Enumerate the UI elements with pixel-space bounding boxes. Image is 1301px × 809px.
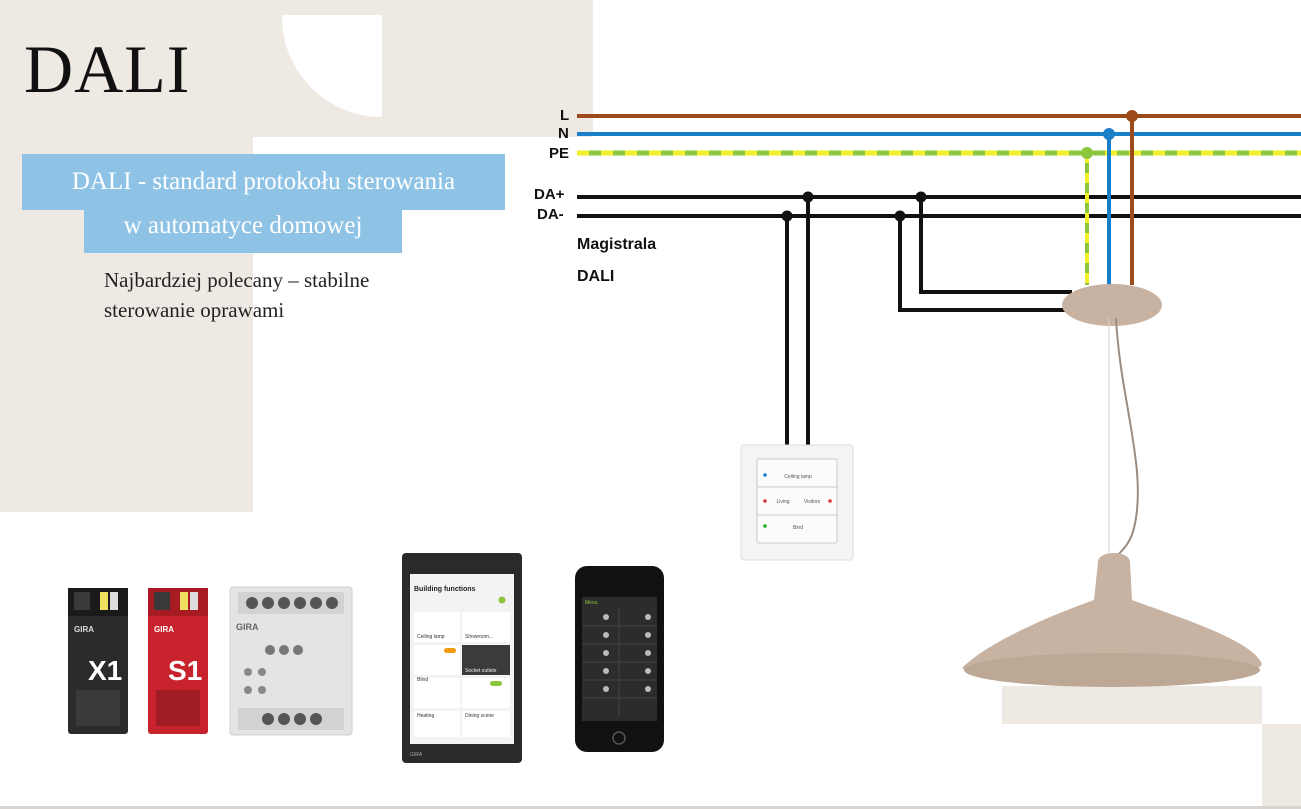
- module-x1-label: X1: [88, 655, 122, 686]
- junction-switch-da-plus: [802, 191, 814, 203]
- phone: Menu: [575, 566, 664, 752]
- bus-label-line-1: Magistrala: [577, 236, 657, 253]
- switch-row-1: Ceiling lamp: [784, 474, 812, 480]
- junction-lamp-l: [1126, 110, 1138, 122]
- bottom-divider: [0, 806, 1301, 809]
- module-x1: GIRA X1: [68, 588, 128, 734]
- lamp-shade: [962, 553, 1262, 685]
- subtitle-line-1: Najbardziej polecany – stabilne: [104, 268, 370, 292]
- module-actuator: GIRA: [229, 586, 353, 736]
- subtitle: Najbardziej polecany – stabilne sterowan…: [104, 265, 464, 325]
- tablet-footer: GIRA: [410, 752, 423, 758]
- junction-lamp-da-plus: [915, 191, 927, 203]
- tablet: Building functions Ceiling lamp Showroom…: [402, 553, 522, 763]
- tablet-header: Building functions: [414, 586, 476, 593]
- module-s1-brand: GIRA: [154, 625, 174, 634]
- tablet-tile-2: Showroom...: [465, 634, 493, 640]
- switch-panel: Ceiling lamp Living Visitors Bind: [740, 444, 854, 561]
- feed-lamp-da-minus: [898, 216, 1068, 312]
- tablet-tile-1: Ceiling lamp: [417, 634, 445, 640]
- module-x1-brand: GIRA: [74, 625, 94, 634]
- junction-lamp-n: [1103, 128, 1115, 140]
- background-panel-bottom-right: [1002, 686, 1262, 724]
- tablet-tile-6: Dining scene: [465, 713, 494, 719]
- feed-lamp-da-plus: [919, 197, 1072, 294]
- tablet-tile-4: Socket outlets: [465, 668, 497, 674]
- tablet-tile-5: Heating: [417, 713, 434, 719]
- lamp-shade-rim: [964, 653, 1260, 687]
- junction-switch-da-minus: [781, 210, 793, 222]
- module-s1: GIRA S1: [148, 588, 208, 734]
- lamp-cable: [1115, 317, 1139, 557]
- banner-line-2-text: w automatyce domowej: [123, 212, 363, 239]
- wire-label-n: N: [558, 125, 569, 142]
- lamp-canopy: [1062, 284, 1162, 326]
- banner-line-2: w automatyce domowej: [84, 206, 402, 253]
- switch-row-2: Living: [776, 499, 789, 505]
- switch-row-2-right: Visitors: [804, 499, 821, 505]
- banner-line-1: DALI - standard protokołu sterowania: [22, 154, 505, 210]
- bus-label-line-2: DALI: [577, 268, 615, 285]
- subtitle-line-2: sterowanie oprawami: [104, 298, 285, 322]
- wire-label-pe: PE: [549, 145, 570, 162]
- background-panel-left: [0, 0, 253, 512]
- banner-line-1-text: DALI - standard protokołu sterowania: [71, 168, 456, 195]
- background-panel-corner: [1262, 724, 1301, 809]
- junction-lamp-da-minus: [894, 210, 906, 222]
- module-s1-label: S1: [168, 655, 202, 686]
- phone-header: Menu: [585, 600, 598, 606]
- pendant-lamp: [962, 284, 1262, 687]
- slide-title: DALI: [24, 31, 191, 107]
- tablet-tile-3: Blind: [417, 677, 428, 683]
- junction-lamp-pe: [1081, 147, 1093, 159]
- wire-label-da-minus: DA-: [537, 206, 564, 223]
- wire-label-da-plus: DA+: [534, 186, 565, 203]
- wire-label-l: L: [560, 107, 570, 124]
- switch-row-3: Bind: [793, 525, 803, 531]
- module-actuator-brand: GIRA: [236, 622, 259, 632]
